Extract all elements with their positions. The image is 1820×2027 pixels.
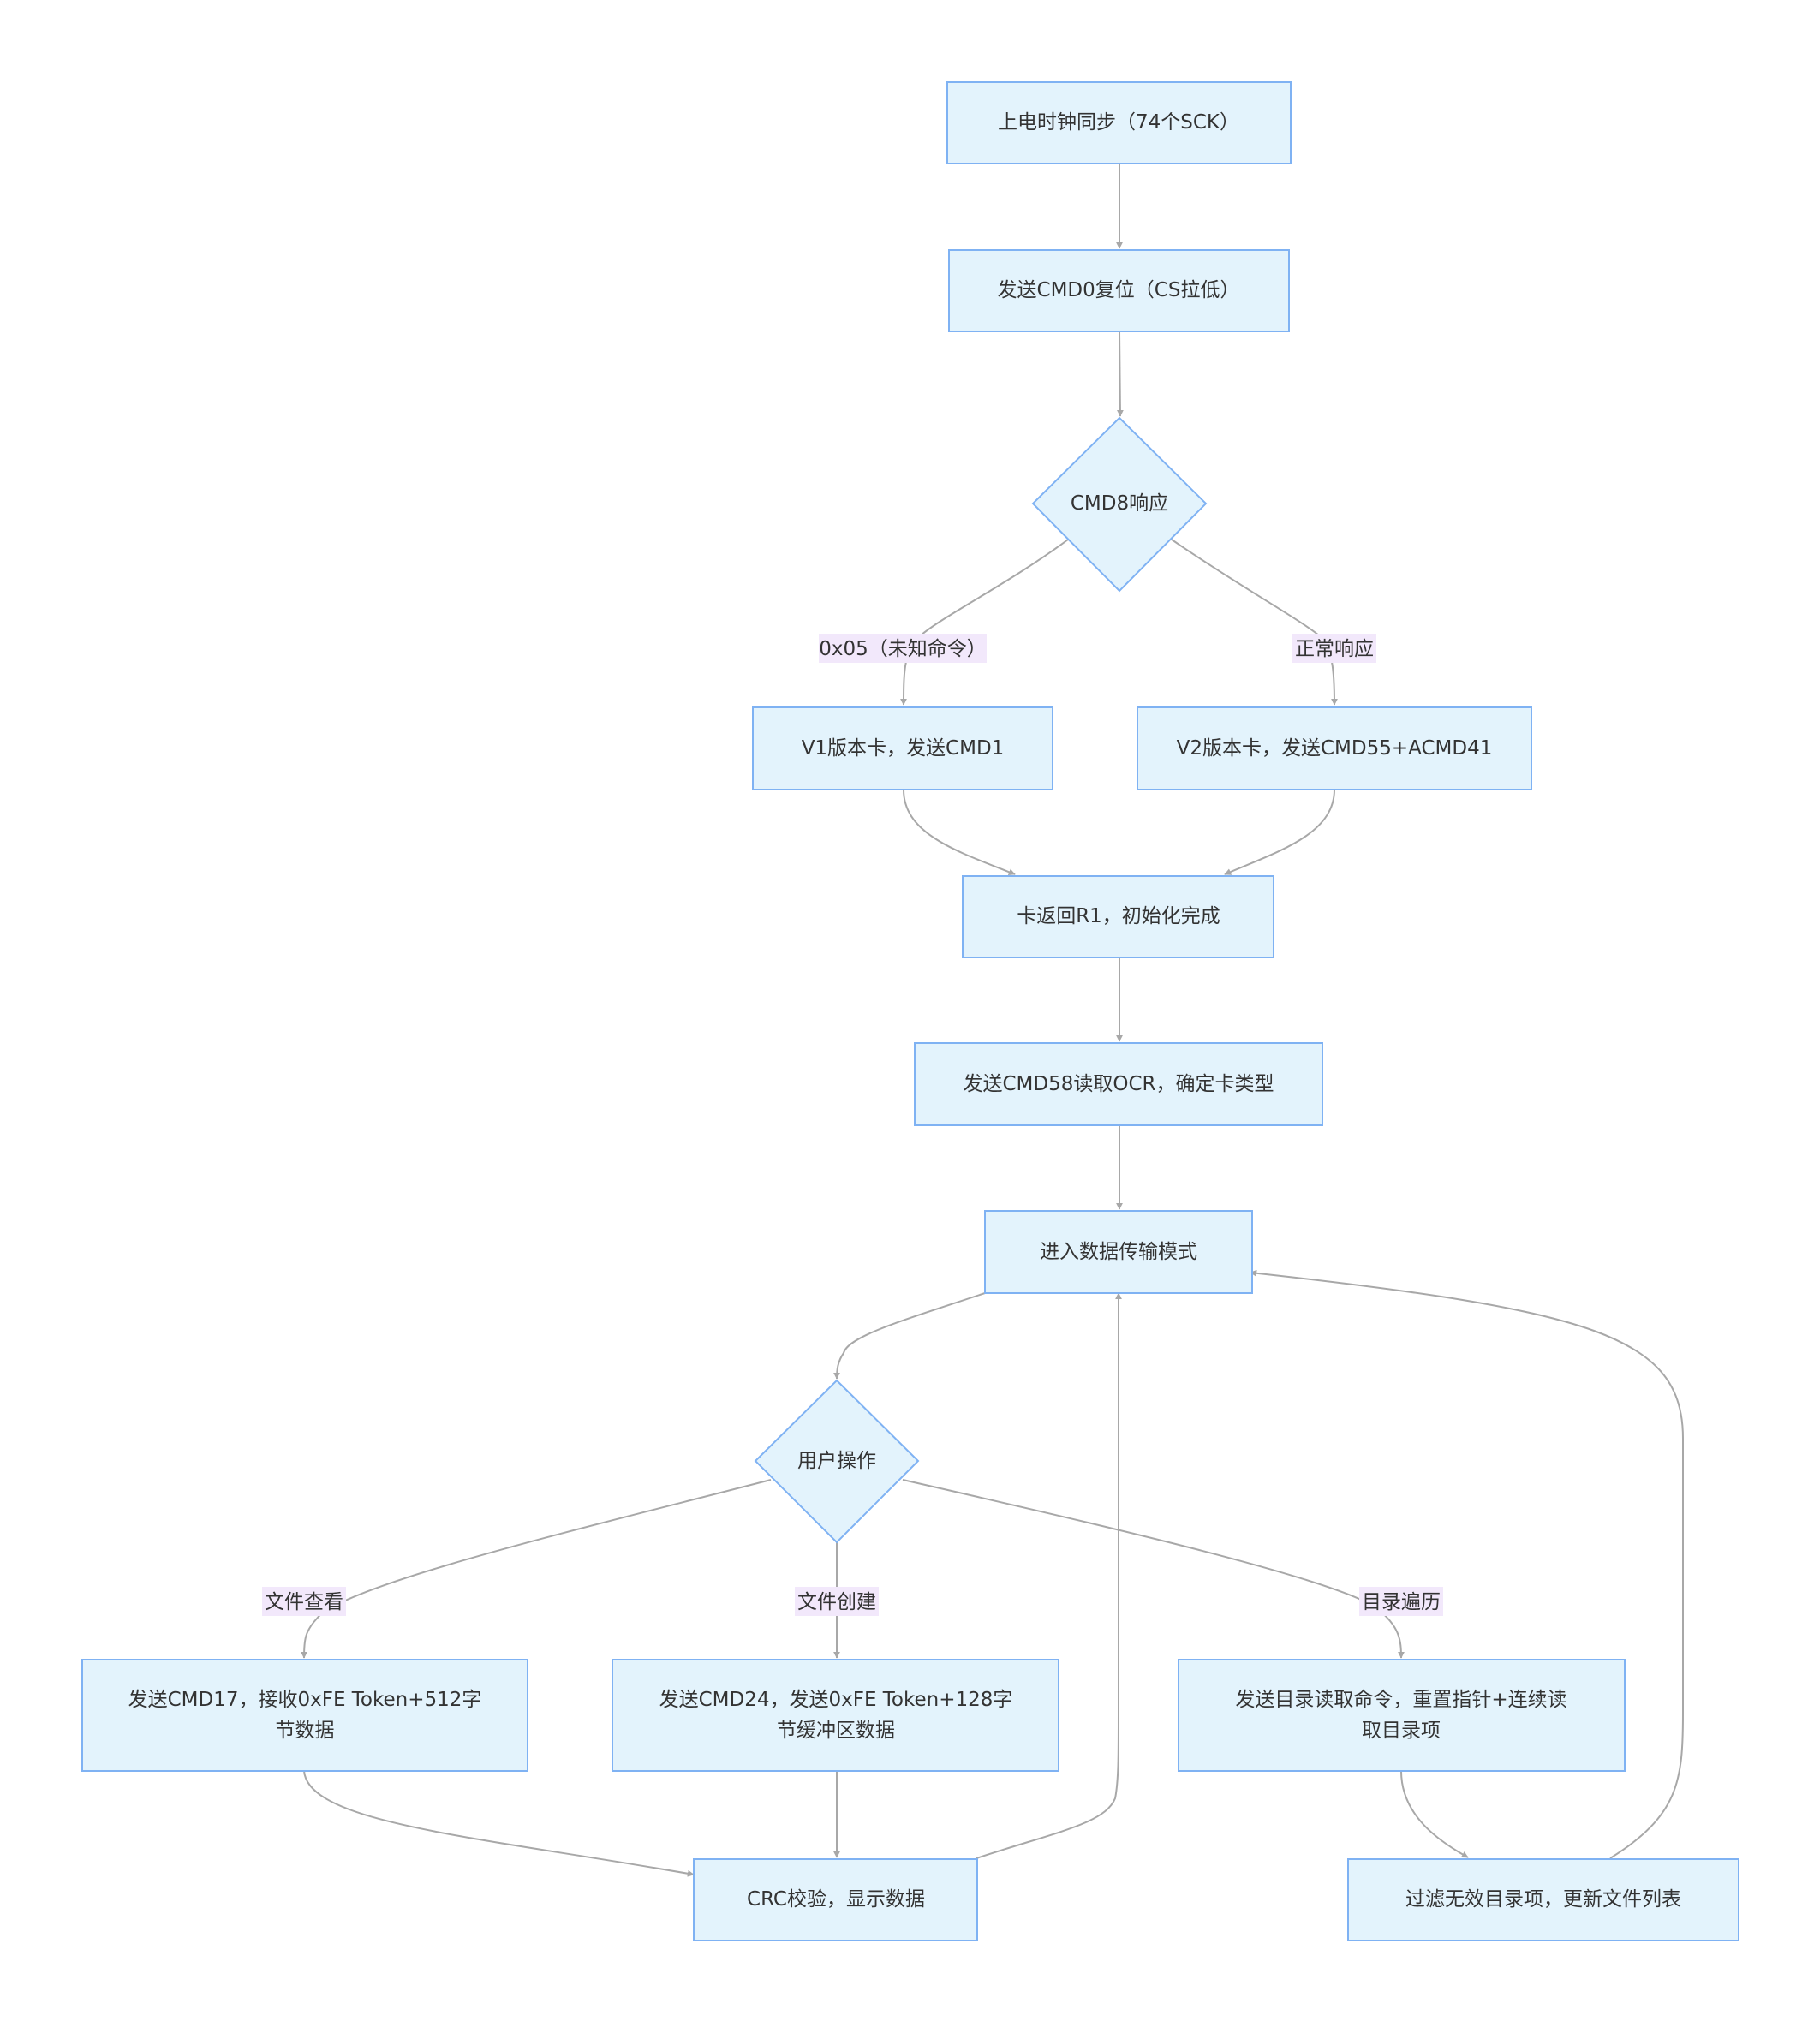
edge-label-dir-traverse: 目录遍历 — [1359, 1587, 1443, 1616]
edge-n9-n12 — [902, 1479, 1405, 1659]
edge-label-dir-traverse-text: 目录遍历 — [1362, 1591, 1441, 1613]
node-send-cmd58-text: 发送CMD58读取OCR，确定卡类型 — [963, 1073, 1274, 1095]
node-data-transfer-mode: 进入数据传输模式 — [984, 1210, 1253, 1294]
node-cmd8-response-text: CMD8响应 — [1071, 492, 1168, 515]
node-send-cmd24-line1: 发送CMD24，发送0xFE Token+128字 — [659, 1689, 1013, 1711]
node-crc-check: CRC校验，显示数据 — [693, 1858, 978, 1941]
node-dir-read-line1: 发送目录读取命令，重置指针+连续读 — [1235, 1689, 1566, 1711]
edge-n3-n4 — [900, 539, 1069, 706]
node-cmd8-response: CMD8响应 — [1031, 416, 1208, 593]
edge-n9-n10 — [301, 1479, 772, 1659]
node-send-cmd17-line1: 发送CMD17，接收0xFE Token+512字 — [128, 1689, 482, 1711]
node-v2-card-text: V2版本卡，发送CMD55+ACMD41 — [1177, 737, 1493, 760]
edge-n12-n14 — [1400, 1770, 1469, 1858]
edge-label-unknown-command-text: 0x05（未知命令） — [819, 638, 987, 660]
node-crc-check-text: CRC校验，显示数据 — [747, 1888, 925, 1911]
edge-label-file-create: 文件创建 — [795, 1587, 879, 1616]
node-user-operation-text: 用户操作 — [797, 1450, 876, 1472]
node-send-cmd17-line2: 节数据 — [276, 1720, 335, 1742]
edge-n8-n9 — [833, 1292, 986, 1380]
edge-label-normal-response-text: 正常响应 — [1295, 638, 1374, 660]
node-send-cmd24-line2: 节缓冲区数据 — [777, 1720, 895, 1742]
node-v1-card-text: V1版本卡，发送CMD1 — [802, 737, 1005, 760]
node-send-cmd17: 发送CMD17，接收0xFE Token+512字 节数据 — [81, 1659, 528, 1772]
node-init-complete: 卡返回R1，初始化完成 — [962, 875, 1274, 958]
node-send-cmd0-text: 发送CMD0复位（CS拉低） — [998, 279, 1240, 301]
nodes: 上电时钟同步（74个SCK） 发送CMD0复位（CS拉低） CMD8响应 V1版… — [81, 81, 1739, 1941]
edge-n3-n5 — [1171, 539, 1338, 706]
edge-label-unknown-command: 0x05（未知命令） — [819, 634, 987, 663]
node-power-on-sync: 上电时钟同步（74个SCK） — [946, 81, 1292, 164]
edge-labels: 0x05（未知命令） 正常响应 文件查看 文件创建 目录遍历 — [262, 634, 1443, 1616]
edge-n13-n8 — [976, 1292, 1122, 1859]
node-send-cmd24: 发送CMD24，发送0xFE Token+128字 节缓冲区数据 — [612, 1659, 1059, 1772]
node-v1-card: V1版本卡，发送CMD1 — [752, 706, 1053, 790]
node-send-cmd0: 发送CMD0复位（CS拉低） — [948, 249, 1290, 332]
edge-n2-n3 — [1116, 331, 1124, 417]
edge-label-normal-response: 正常响应 — [1292, 634, 1376, 663]
node-filter-dir: 过滤无效目录项，更新文件列表 — [1347, 1858, 1739, 1941]
edge-label-file-create-text: 文件创建 — [797, 1591, 876, 1613]
edge-label-file-view: 文件查看 — [262, 1587, 346, 1616]
edge-n5-n6 — [1224, 789, 1335, 875]
node-filter-dir-text: 过滤无效目录项，更新文件列表 — [1405, 1888, 1681, 1911]
node-user-operation: 用户操作 — [754, 1379, 920, 1544]
node-dir-read-line2: 取目录项 — [1362, 1720, 1441, 1742]
node-init-complete-text: 卡返回R1，初始化完成 — [1017, 905, 1220, 927]
edge-label-file-view-text: 文件查看 — [265, 1591, 343, 1613]
edge-n10-n13 — [303, 1770, 695, 1877]
node-dir-read: 发送目录读取命令，重置指针+连续读 取目录项 — [1178, 1659, 1626, 1772]
node-send-cmd58: 发送CMD58读取OCR，确定卡类型 — [914, 1042, 1323, 1126]
node-data-transfer-mode-text: 进入数据传输模式 — [1040, 1241, 1197, 1263]
node-v2-card: V2版本卡，发送CMD55+ACMD41 — [1137, 706, 1532, 790]
node-power-on-sync-text: 上电时钟同步（74个SCK） — [998, 111, 1239, 134]
edges — [301, 164, 1684, 1877]
edge-n4-n6 — [903, 789, 1016, 876]
edge-n14-n8 — [1250, 1269, 1684, 1859]
